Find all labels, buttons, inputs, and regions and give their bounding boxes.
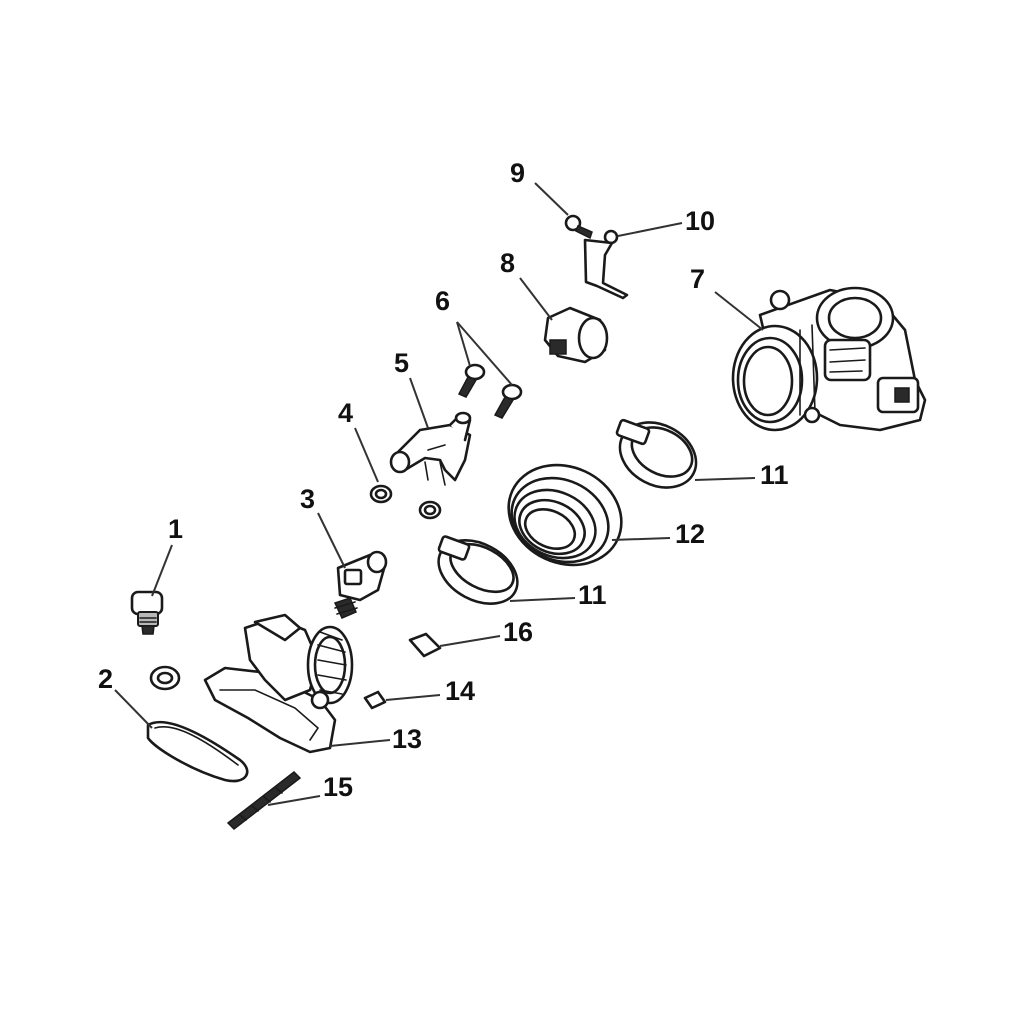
leader-2 [114,689,153,729]
part-10-bracket [583,229,629,300]
leader-16 [439,635,501,647]
part-3-injector [333,550,388,619]
callout-9: 9 [510,158,525,188]
part-15-stud [226,771,302,830]
part-7-throttle-body [731,286,927,432]
callout-10: 10 [685,206,715,236]
callout-13: 13 [392,724,422,754]
part-11-hose-clamp-lower [437,535,519,605]
part-1-sensor-plug [130,590,164,635]
leader-8 [519,277,553,321]
callout-12: 12 [675,519,705,549]
callout-labels: 1 2 3 4 5 6 7 8 9 10 11 11 12 13 14 15 1… [98,158,789,802]
callout-7: 7 [690,264,705,294]
callout-1: 1 [168,514,183,544]
leader-12 [611,537,671,541]
leader-6b [456,321,513,386]
callout-8: 8 [500,248,515,278]
leader-lines [114,182,764,806]
part-13-intake-manifold [203,613,354,754]
part-14-nut [363,690,387,710]
leader-9 [534,182,569,216]
leader-5 [409,377,429,429]
callout-2: 2 [98,664,113,694]
leader-10 [617,222,683,237]
leader-1 [151,544,173,597]
part-1-washer [149,665,181,691]
callout-16: 16 [503,617,533,647]
leader-4 [354,427,379,483]
leader-6a [456,321,471,367]
callout-11-upper: 11 [760,460,789,490]
part-4-o-rings [369,484,442,520]
part-2-gasket [146,720,249,783]
callout-11-lower: 11 [578,580,607,610]
callout-3: 3 [300,484,315,514]
leader-15 [267,795,321,806]
callout-14: 14 [445,676,475,706]
callout-4: 4 [338,398,353,428]
part-6-bolts [457,363,523,419]
callout-5: 5 [394,348,409,378]
part-12-rubber-boot [507,463,623,567]
leader-3 [317,512,346,569]
leader-11a [509,597,576,602]
part-5-fuel-rail [389,411,472,486]
callout-15: 15 [323,772,353,802]
leader-14 [385,694,441,701]
leader-13 [329,739,391,747]
part-9-screw [564,214,593,240]
callout-6: 6 [435,286,450,316]
part-16-block [408,632,442,658]
part-8-sensor [543,306,609,364]
part-11-hose-clamp-upper [615,418,698,489]
leader-11b [694,477,756,481]
leader-7 [714,291,764,331]
